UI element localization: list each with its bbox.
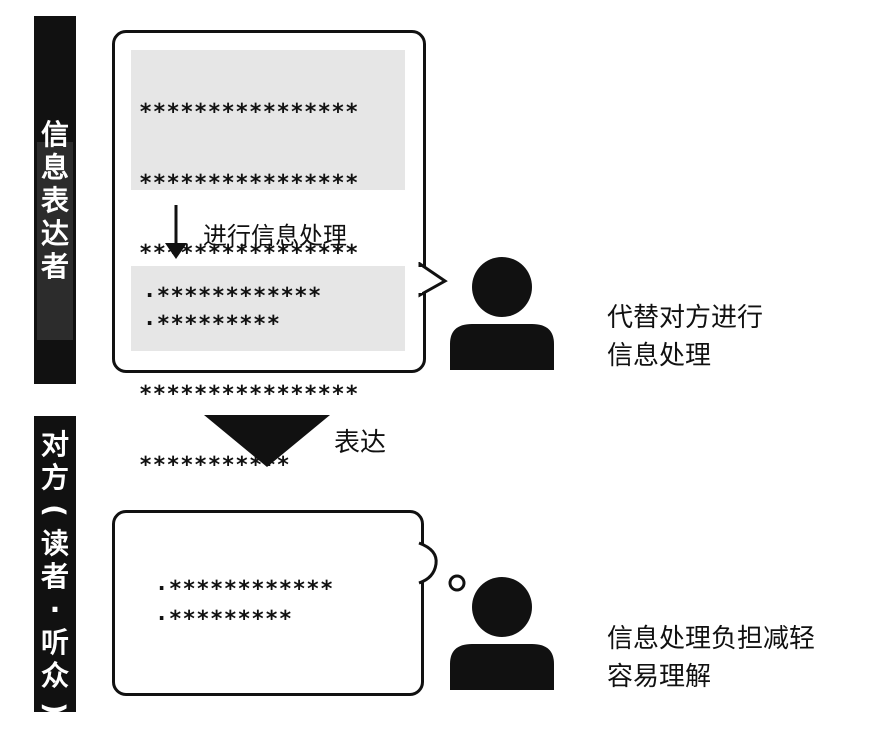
listener-label-char: ): [38, 702, 72, 715]
speaker-bar-inner: [37, 142, 73, 340]
listener-label-char: 众: [40, 659, 69, 692]
raw-info-line: ***********: [139, 452, 291, 478]
received-line: ·*********: [155, 607, 293, 632]
raw-info-line: ****************: [139, 170, 359, 196]
thought-bubble: ·************ ·*********: [112, 510, 424, 696]
listener-caption: 信息处理负担减轻 容易理解: [607, 620, 815, 696]
listener-caption-line: 信息处理负担减轻: [607, 624, 816, 654]
process-label: 进行信息处理: [203, 222, 347, 250]
summary-line: ·*********: [143, 312, 281, 337]
speaker-label-char: 者: [40, 250, 69, 283]
listener-label-char: 对: [40, 428, 69, 461]
listener-label-char: 读: [40, 527, 69, 560]
speech-tail: [415, 262, 448, 298]
listener-bar: [34, 416, 76, 712]
speaker-label-char: 信: [40, 118, 69, 151]
speaker-label-char: 表: [40, 184, 69, 217]
listener-person-icon: [450, 577, 554, 690]
raw-info-line: ****************: [139, 382, 359, 407]
received-line: ·************: [155, 577, 334, 602]
summary-box: ·************ ·*********: [131, 266, 405, 351]
speech-bubble: **************** **************** ******…: [112, 30, 426, 477]
express-label: 表达: [334, 428, 387, 458]
listener-label-char: 者: [40, 560, 69, 593]
speaker-caption-line: 代替对方进行: [607, 303, 764, 333]
raw-info-box: **************** **************** ******…: [131, 50, 405, 477]
listener-label-char: (: [38, 504, 72, 517]
raw-info-line: ****************: [139, 241, 359, 266]
big-down-arrow-icon: [204, 415, 330, 467]
raw-info-line: ****************: [139, 100, 359, 125]
listener-label-char: 听: [40, 626, 69, 659]
listener-label-char: ·: [49, 593, 61, 626]
speaker-bar: [34, 16, 76, 384]
listener-label-char: 方: [40, 461, 69, 494]
speaker-label-char: 息: [40, 151, 69, 184]
speaker-label-char: 达: [40, 217, 69, 250]
down-arrow-icon: [165, 205, 187, 259]
summary-line: ·************: [143, 284, 322, 309]
speaker-person-icon: [450, 257, 554, 370]
speaker-caption: 代替对方进行 信息处理: [607, 299, 763, 375]
speaker-caption-line: 信息处理: [607, 341, 712, 371]
listener-label: 对 方 ( 读 者 · 听 众 ): [34, 428, 76, 725]
listener-caption-line: 容易理解: [607, 662, 712, 692]
speaker-label: 信 息 表 达 者: [34, 118, 76, 283]
thought-dots: [415, 541, 466, 592]
